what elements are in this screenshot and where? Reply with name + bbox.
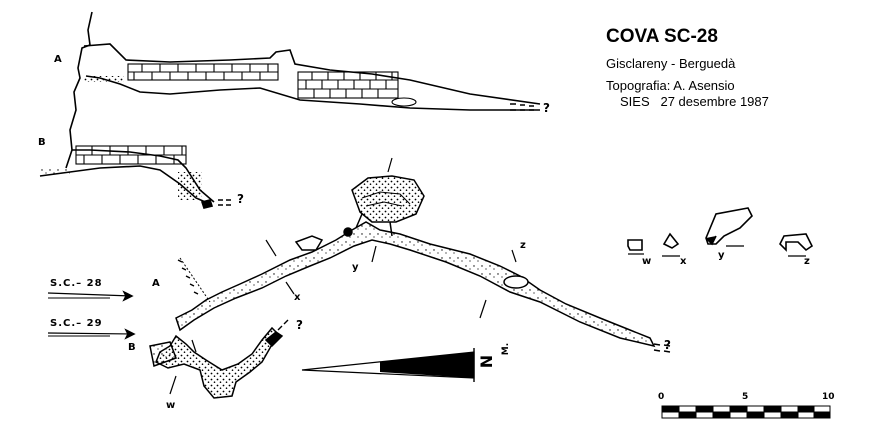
scale-tick-5: 5 (742, 392, 749, 402)
plan-label-b: B (128, 342, 136, 353)
group-date: SIES 27 desembre 1987 (620, 94, 769, 109)
entrance-label-sc29: S.C.– 29 (50, 318, 103, 329)
north-magnetic-mark: M. (501, 342, 512, 356)
unknown-continuation-a: ? (543, 101, 550, 115)
location-text: Gisclareny - Berguedà (606, 56, 736, 71)
scale-bar (661, 405, 831, 419)
section-label-y: y (718, 250, 725, 261)
unknown-continuation-c: ? (296, 318, 303, 332)
section-label-w: w (642, 256, 652, 267)
scale-tick-10: 10 (822, 392, 835, 402)
plan-label-x: x (294, 292, 301, 303)
unknown-continuation-b: ? (237, 192, 244, 206)
plan-label-w: w (166, 400, 176, 411)
section-label-x: x (680, 256, 687, 267)
plan-label-a: A (152, 278, 160, 289)
map-title: COVA SC-28 (606, 26, 718, 47)
scale-tick-0: 0 (658, 392, 665, 402)
north-letter: N (477, 354, 497, 369)
section-label-z: z (804, 256, 810, 267)
topography-credit: Topografia: A. Asensio (606, 78, 735, 93)
profile-a (65, 11, 541, 169)
plan-label-z: z (520, 240, 526, 251)
north-arrow (301, 348, 475, 382)
unknown-continuation-d: ? (664, 338, 671, 352)
profile-b (39, 145, 231, 209)
cave-plan (47, 157, 671, 399)
entrance-label-sc28: S.C.– 28 (50, 278, 103, 289)
cross-sections (627, 207, 814, 257)
plan-label-y: y (352, 262, 359, 273)
profile-label-b: B (38, 137, 46, 148)
profile-label-a: A (54, 54, 62, 65)
